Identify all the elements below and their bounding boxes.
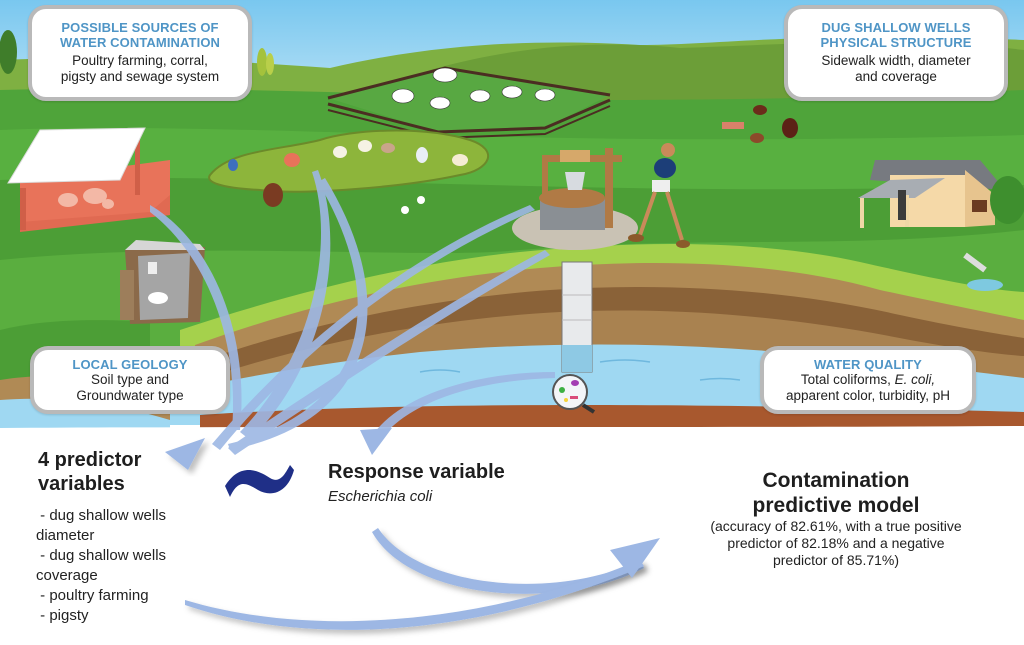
arrow-head-model xyxy=(610,538,660,578)
latrine xyxy=(120,240,205,324)
box-text: Groundwater type xyxy=(76,388,184,403)
box-water-quality: WATER QUALITY Total coliforms, E. coli, … xyxy=(760,346,976,414)
box-title: WATER QUALITY xyxy=(814,357,922,372)
response-subtitle: Escherichia coli xyxy=(328,488,433,505)
house xyxy=(858,160,1024,228)
predictor-item: diameter xyxy=(36,527,95,544)
well-shaft xyxy=(561,261,593,373)
box-title: POSSIBLE SOURCES OF xyxy=(61,20,219,35)
predictors-title: 4 predictor xyxy=(38,449,142,471)
box-local-geology: LOCAL GEOLOGY Soil type and Groundwater … xyxy=(30,346,230,414)
box-title: LOCAL GEOLOGY xyxy=(72,357,188,372)
response-title: Response variable xyxy=(328,461,505,483)
flow-arrows xyxy=(150,170,555,455)
model-detail: (accuracy of 82.61%, with a true positiv… xyxy=(710,518,962,534)
arrow-head-predictors xyxy=(165,438,205,470)
contamination-model: Contamination predictive model (accuracy… xyxy=(676,468,996,569)
box-text: Poultry farming, corral, xyxy=(72,53,208,68)
model-detail: predictor of 85.71%) xyxy=(772,552,900,568)
tilde-symbol xyxy=(225,465,294,497)
predictor-item: - poultry farming xyxy=(36,587,149,604)
model-title: predictive model xyxy=(752,494,920,517)
box-text-part: Total coliforms, xyxy=(800,372,895,387)
arrow-head-response xyxy=(360,428,392,455)
well-with-man xyxy=(512,143,690,250)
pigsty xyxy=(7,127,170,232)
drain-pipe xyxy=(963,252,1003,291)
box-well-structure: DUG SHALLOW WELLS PHYSICAL STRUCTURE Sid… xyxy=(784,5,1008,101)
box-text: and coverage xyxy=(855,69,937,84)
predictor-item: - dug shallow wells xyxy=(36,547,167,564)
box-text: Sidewalk width, diameter xyxy=(821,53,971,68)
box-title: DUG SHALLOW WELLS xyxy=(821,20,971,35)
response-variable: Response variable Escherichia coli xyxy=(328,460,505,507)
box-text: Soil type and xyxy=(90,372,170,387)
arrow-response-to-model xyxy=(372,528,644,594)
corral-with-cows xyxy=(327,66,611,140)
model-title: Contamination xyxy=(762,469,910,492)
poultry xyxy=(208,105,798,214)
predictors-title: variables xyxy=(38,473,125,495)
predictor-item: - dug shallow wells xyxy=(36,507,167,524)
predictor-item: coverage xyxy=(36,567,98,584)
predictor-variables: 4 predictor variables - dug shallow well… xyxy=(36,448,238,626)
box-text-italic: E. coli, xyxy=(894,372,936,387)
box-text: Total coliforms, E. coli, xyxy=(764,372,972,388)
box-contamination-sources: POSSIBLE SOURCES OF WATER CONTAMINATION … xyxy=(28,5,252,101)
box-title: WATER CONTAMINATION xyxy=(59,35,221,50)
magnifier-bacteria xyxy=(552,374,596,414)
predictor-item: - pigsty xyxy=(36,607,89,624)
box-text: apparent color, turbidity, pH xyxy=(785,388,951,403)
box-text: pigsty and sewage system xyxy=(60,69,220,84)
arrow-predictors-to-model xyxy=(185,560,644,630)
model-detail: predictor of 82.18% and a negative xyxy=(727,535,945,551)
box-title: PHYSICAL STRUCTURE xyxy=(820,35,972,50)
